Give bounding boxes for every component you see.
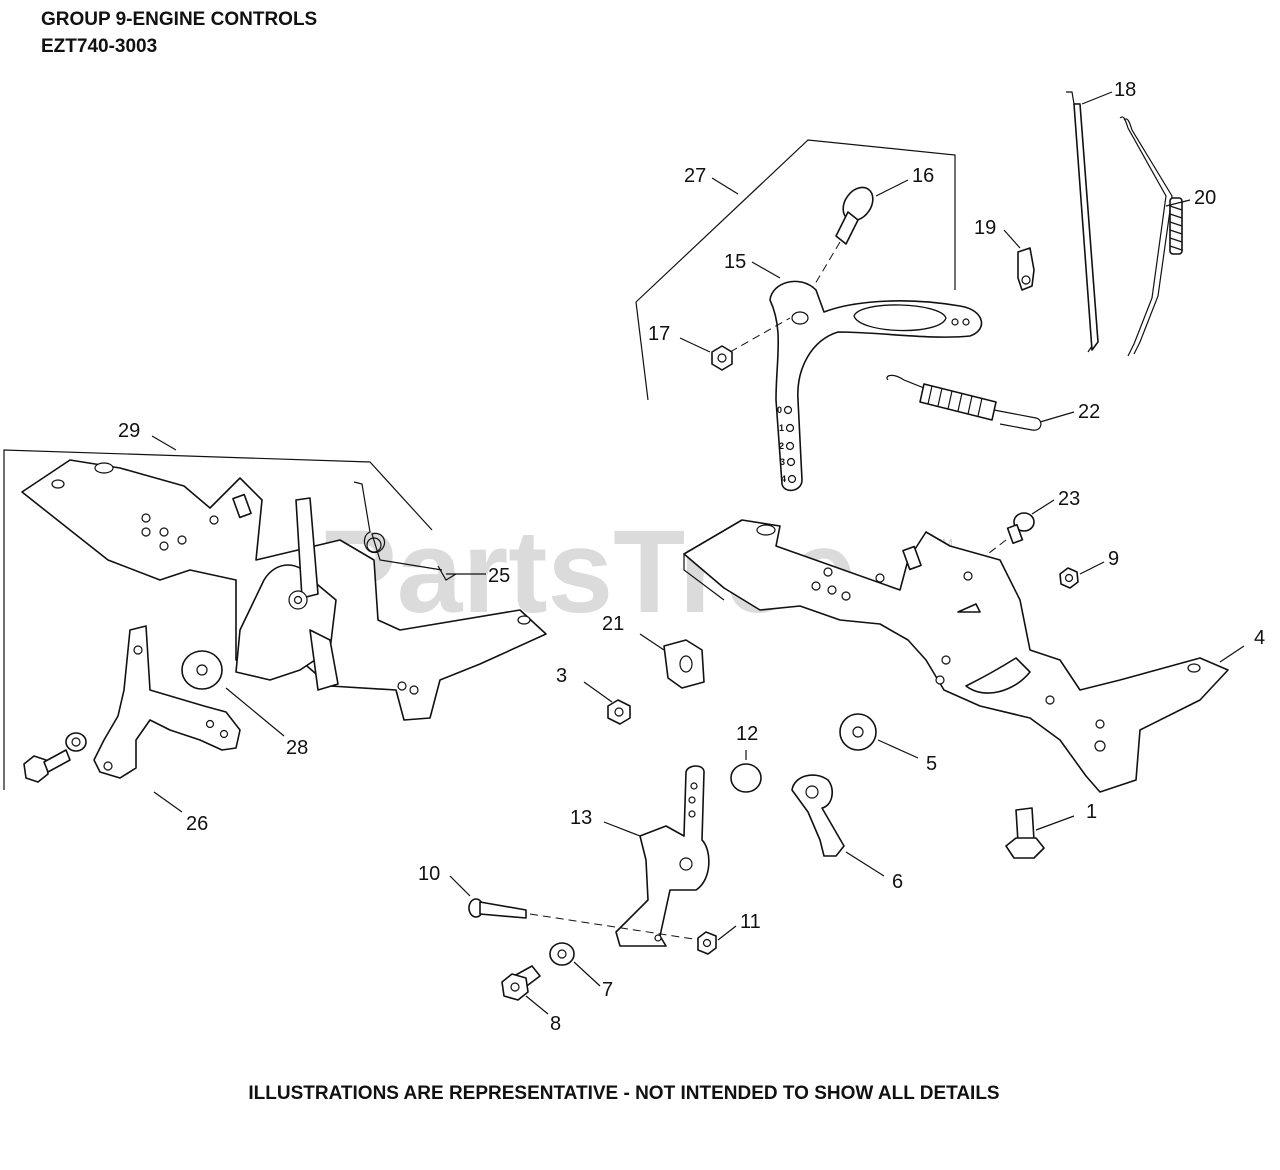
disclaimer-note: ILLUSTRATIONS ARE REPRESENTATIVE - NOT I… xyxy=(248,1083,1000,1104)
lever-position-marks: 0 1 2 3 4 xyxy=(777,405,786,484)
callout-9: 9 xyxy=(1108,548,1119,570)
part-5-washer xyxy=(839,713,877,751)
svg-text:2: 2 xyxy=(779,441,784,451)
callout-28: 28 xyxy=(286,737,308,759)
svg-text:4: 4 xyxy=(781,474,786,484)
part-20-cable xyxy=(1119,116,1183,357)
part-29-left-bracket xyxy=(21,459,547,721)
callout-11: 11 xyxy=(740,911,761,933)
leader-lines xyxy=(151,91,1245,1015)
callout-3: 3 xyxy=(556,665,567,687)
part-7-washer xyxy=(549,942,575,966)
part-12-washer xyxy=(730,763,762,793)
callout-7: 7 xyxy=(602,979,613,1001)
part-4-right-bracket xyxy=(683,519,1229,793)
callout-22: 22 xyxy=(1078,401,1100,423)
callout-16: 16 xyxy=(912,165,934,187)
part-25-spring xyxy=(353,481,457,581)
callout-17: 17 xyxy=(648,323,670,345)
part-10-screw xyxy=(468,898,701,941)
callout-19: 19 xyxy=(974,217,996,239)
part-28-washer xyxy=(181,650,223,690)
svg-text:3: 3 xyxy=(780,457,785,467)
svg-text:1: 1 xyxy=(779,423,784,433)
callout-18: 18 xyxy=(1114,79,1136,101)
svg-text:0: 0 xyxy=(777,405,782,415)
callout-21: 21 xyxy=(602,613,624,635)
part-19-clip xyxy=(1017,247,1035,291)
callout-27: 27 xyxy=(684,165,706,187)
part-21-bushing xyxy=(663,639,705,689)
group-title: GROUP 9-ENGINE CONTROLS xyxy=(41,9,318,30)
part-3-bolt xyxy=(607,699,631,725)
part-26-bolt-and-washer xyxy=(23,732,87,783)
part-17-nut xyxy=(711,317,791,371)
part-16-clevis-pin xyxy=(795,186,874,317)
part-9-nut xyxy=(1059,567,1079,589)
callout-numbers: 1 3 4 5 6 7 8 9 10 11 12 13 15 16 17 18 … xyxy=(118,79,1265,1035)
part-26-lever-bracket xyxy=(93,625,241,779)
callout-1: 1 xyxy=(1086,801,1097,823)
callout-23: 23 xyxy=(1058,488,1080,510)
diagram-header: GROUP 9-ENGINE CONTROLS EZT740-3003 xyxy=(41,6,317,60)
part-22-extension-spring xyxy=(886,374,1042,431)
callout-5: 5 xyxy=(926,753,937,775)
part-13-lever xyxy=(615,765,710,947)
callout-6: 6 xyxy=(892,871,903,893)
spring-coils xyxy=(927,385,983,417)
callout-8: 8 xyxy=(550,1013,561,1035)
callout-10: 10 xyxy=(418,863,440,885)
cable-spring-coils xyxy=(1169,205,1183,251)
callout-15: 15 xyxy=(724,251,746,273)
callout-26: 26 xyxy=(186,813,208,835)
callout-13: 13 xyxy=(570,807,592,829)
assembly-27-bracket-outline xyxy=(635,139,956,401)
model-number: EZT740-3003 xyxy=(41,36,158,57)
part-6-lever-arm xyxy=(791,774,845,857)
part-11-nut xyxy=(697,931,717,955)
callout-25: 25 xyxy=(488,565,510,587)
callout-20: 20 xyxy=(1194,187,1216,209)
callout-12: 12 xyxy=(736,723,758,745)
assembly-29-outline xyxy=(3,449,433,790)
lever-position-holes xyxy=(783,318,970,484)
callout-29: 29 xyxy=(118,420,140,442)
callout-4: 4 xyxy=(1254,627,1265,649)
part-18-throttle-rod xyxy=(1066,91,1099,353)
part-15-throttle-lever: 0 1 2 3 4 xyxy=(769,280,983,492)
part-23-shoulder-bolt xyxy=(979,512,1035,561)
part-8-bolt xyxy=(501,965,541,1001)
part-1-bolt xyxy=(1005,807,1045,859)
